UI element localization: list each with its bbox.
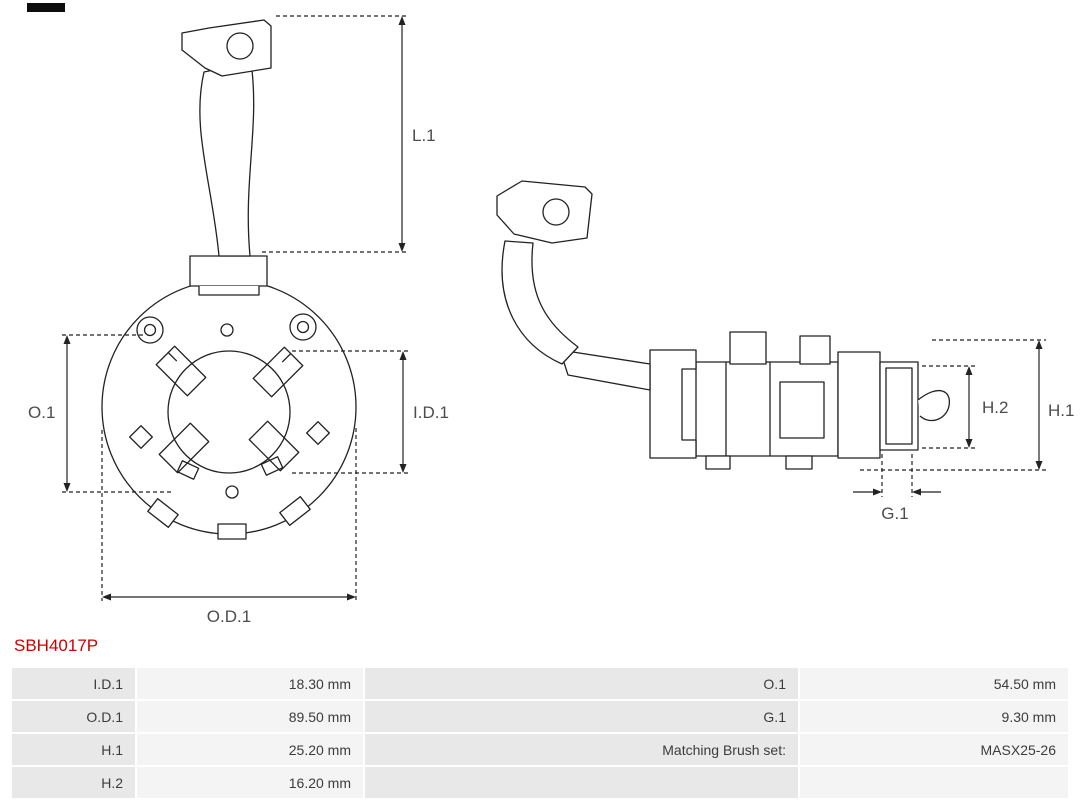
lead-connector [189,255,268,296]
part-number: SBH4017P [14,636,99,655]
front-view-dimensions [62,15,410,601]
lead-wire-side [501,240,579,365]
spec-label: O.D.1 [12,701,135,732]
terminal-lug-side [496,180,593,244]
label-od1: O.D.1 [207,607,251,626]
spec-label: G.1 [365,701,798,732]
dim-h1 [860,339,1046,471]
label-l1: L.1 [412,126,436,145]
dim-h2 [922,365,977,449]
holder-body [695,331,839,470]
spec-value: 25.20 mm [137,734,363,765]
dimension-labels: L.1 O.1 I.D.1 O.D.1 H.2 H.1 G.1 [28,126,1074,626]
pin-hole-top [220,323,234,337]
dim-id1 [292,350,410,474]
spec-value: 18.30 mm [137,668,363,699]
figure-side-view [496,180,950,470]
spec-value: MASX25-26 [800,734,1068,765]
spec-label: H.2 [12,767,135,798]
lead-wire [199,61,255,257]
label-o1: O.1 [28,403,55,422]
label-h1: H.1 [1048,401,1074,420]
spring-clips [129,421,330,480]
spec-label: H.1 [12,734,135,765]
spec-value: 54.50 mm [800,668,1068,699]
dim-o1 [62,334,172,493]
dim-od1 [101,428,357,601]
brush-holder-plate [101,279,357,540]
figure-front-view [101,19,357,540]
spec-label: I.D.1 [12,668,135,699]
screw-holes [136,313,317,344]
spec-row: H.1 25.20 mm Matching Brush set: MASX25-… [12,734,1068,765]
dimension-diagram: L.1 O.1 I.D.1 O.D.1 H.2 H.1 G.1 [28,15,1074,626]
inner-ring [167,350,291,474]
brush-assembly [837,351,950,459]
spec-row: I.D.1 18.30 mm O.1 54.50 mm [12,668,1068,699]
mount-bracket [649,349,697,459]
plate-tabs [147,496,311,540]
label-id1: I.D.1 [413,403,449,422]
label-g1: G.1 [881,504,908,523]
terminal-lug [181,19,272,77]
spec-label [365,767,798,798]
top-left-mark [27,3,65,12]
dim-g1 [853,454,941,497]
dim-l1 [262,15,408,253]
spec-value [800,767,1068,798]
lead-strip [559,349,651,391]
spec-table: I.D.1 18.30 mm O.1 54.50 mm O.D.1 89.50 … [12,668,1068,798]
label-h2: H.2 [982,398,1008,417]
spec-value: 89.50 mm [137,701,363,732]
spec-value: 9.30 mm [800,701,1068,732]
spec-label: Matching Brush set: [365,734,798,765]
spec-value: 16.20 mm [137,767,363,798]
pin-hole-bottom [225,485,239,499]
brush-boxes [155,345,304,474]
spec-row: H.2 16.20 mm [12,767,1068,798]
spec-label: O.1 [365,668,798,699]
spec-row: O.D.1 89.50 mm G.1 9.30 mm [12,701,1068,732]
side-view-dimensions [853,339,1046,497]
